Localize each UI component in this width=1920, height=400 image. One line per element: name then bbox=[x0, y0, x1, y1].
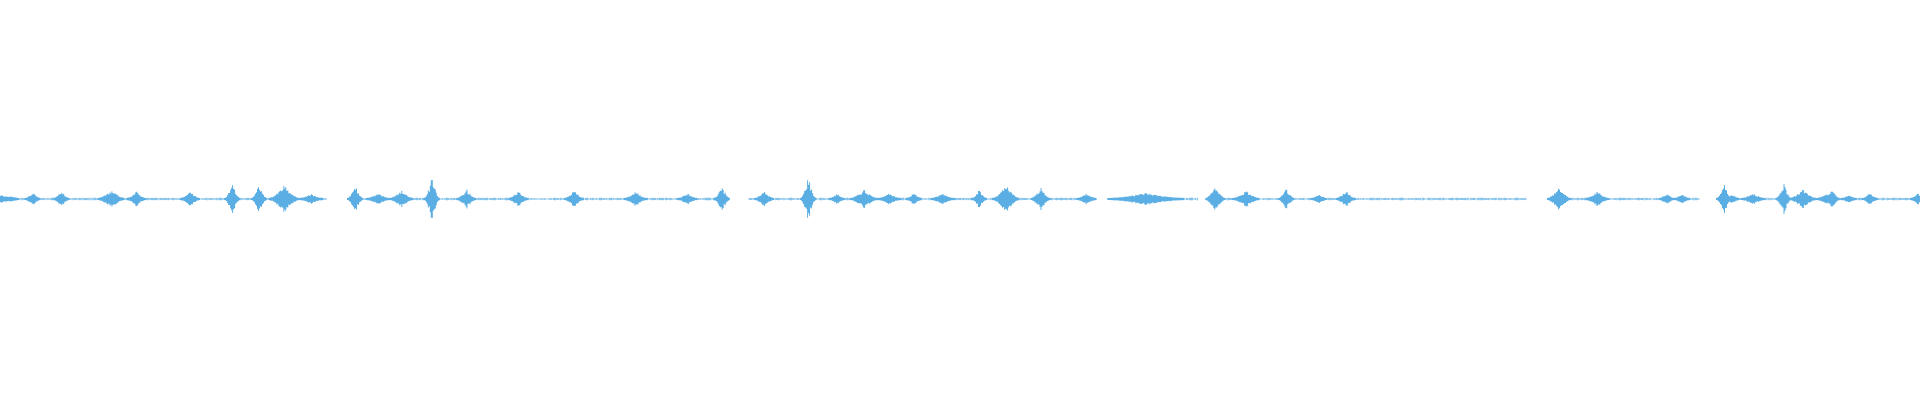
waveform-burst bbox=[1740, 194, 1765, 204]
waveform-burst bbox=[1658, 194, 1675, 204]
waveform-burst bbox=[992, 187, 1020, 211]
waveform-burst bbox=[1030, 188, 1051, 210]
waveform-burst bbox=[299, 194, 323, 204]
waveform-burst bbox=[1107, 193, 1185, 205]
waveform-burst bbox=[1840, 195, 1857, 203]
waveform-burst bbox=[754, 191, 775, 207]
waveform-burst bbox=[800, 180, 817, 218]
waveform-burst bbox=[24, 193, 41, 205]
waveform-burst bbox=[1335, 192, 1356, 206]
waveform-burst bbox=[1673, 195, 1690, 203]
waveform-burst bbox=[389, 190, 414, 208]
waveform-burst bbox=[1585, 192, 1610, 206]
waveform-burst bbox=[1788, 189, 1816, 209]
waveform-burst bbox=[1547, 188, 1571, 210]
waveform-burst bbox=[366, 194, 391, 204]
waveform-burst bbox=[97, 191, 125, 207]
waveform-burst bbox=[251, 187, 267, 211]
waveform-burst bbox=[508, 192, 529, 206]
waveform-burst bbox=[930, 194, 955, 204]
waveform-burst bbox=[1310, 195, 1327, 203]
waveform-burst bbox=[126, 191, 147, 207]
waveform-burst bbox=[564, 192, 584, 206]
waveform-burst bbox=[850, 190, 878, 208]
waveform-burst bbox=[423, 180, 440, 218]
waveform-burst bbox=[268, 186, 300, 212]
waveform-burst bbox=[677, 194, 698, 204]
waveform-burst bbox=[1232, 191, 1260, 207]
waveform-burst bbox=[53, 192, 70, 206]
waveform-burst bbox=[180, 192, 200, 206]
waveform-burst bbox=[1076, 193, 1097, 205]
waveform-burst bbox=[1278, 189, 1295, 209]
waveform-burst bbox=[828, 194, 845, 204]
waveform-burst bbox=[3, 196, 20, 202]
waveform-burst bbox=[224, 185, 241, 213]
waveform-burst bbox=[971, 190, 987, 208]
waveform-burst bbox=[1823, 191, 1840, 207]
waveform-burst bbox=[347, 188, 363, 210]
waveform-burst bbox=[905, 194, 922, 204]
waveform-burst bbox=[876, 193, 901, 205]
waveform-burst bbox=[713, 188, 730, 210]
waveform-burst bbox=[456, 189, 477, 209]
waveform-burst bbox=[1775, 184, 1792, 214]
waveform-burst bbox=[1909, 193, 1920, 205]
waveform-burst bbox=[1861, 194, 1878, 204]
waveform-burst bbox=[1205, 188, 1226, 210]
waveform-burst bbox=[623, 192, 648, 206]
waveform-burst bbox=[1723, 195, 1740, 203]
